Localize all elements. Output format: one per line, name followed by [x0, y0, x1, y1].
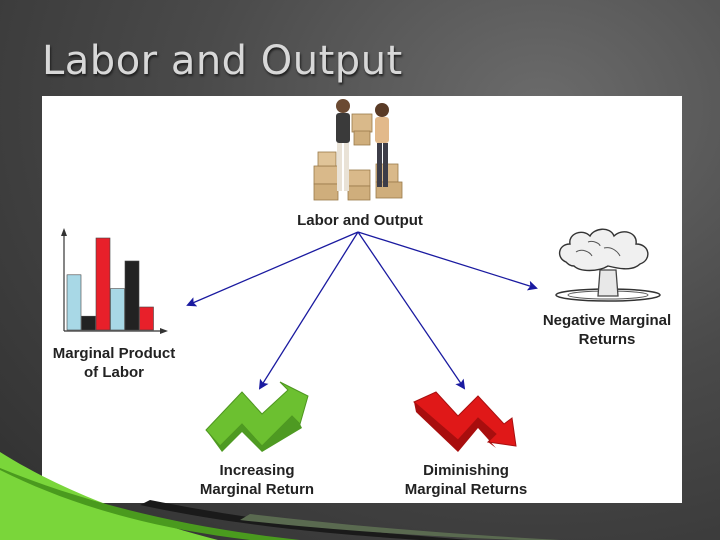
arrow-to-negative — [357, 231, 538, 291]
label-marginal-product: Marginal Product of Labor — [38, 344, 190, 382]
label-line-2: Marginal Returns — [404, 481, 528, 498]
arrow-to-increasing — [258, 231, 359, 390]
red-down-arrow-icon — [413, 391, 517, 452]
chart-bar — [66, 274, 82, 331]
label-line-1: Diminishing — [423, 462, 509, 479]
label-line-1: Marginal Product — [52, 345, 176, 362]
label-line-1: Negative Marginal — [542, 312, 672, 329]
mushroom-cloud-icon — [555, 228, 661, 302]
label-line-2: Returns — [578, 331, 636, 348]
arrow-to-marginal-product — [186, 231, 359, 307]
bar-chart-icon — [61, 228, 168, 334]
label-line-2: Marginal Return — [199, 481, 315, 498]
chart-bar — [81, 315, 96, 331]
label-diminishing: Diminishing Marginal Returns — [386, 461, 546, 499]
slide-title: Labor and Output — [42, 38, 403, 84]
center-label: Labor and Output — [297, 212, 423, 229]
label-line-1: Increasing — [219, 462, 295, 479]
chart-bar — [95, 237, 111, 331]
workers-with-boxes-icon — [313, 99, 403, 201]
arrow-to-diminishing — [357, 231, 466, 390]
chart-bar — [110, 288, 125, 331]
green-up-arrow-icon — [205, 381, 309, 452]
label-increasing: Increasing Marginal Return — [180, 461, 334, 499]
label-negative: Negative Marginal Returns — [532, 311, 682, 349]
label-line-2: of Labor — [84, 364, 144, 381]
chart-bar — [124, 260, 140, 331]
chart-bar — [139, 306, 154, 331]
